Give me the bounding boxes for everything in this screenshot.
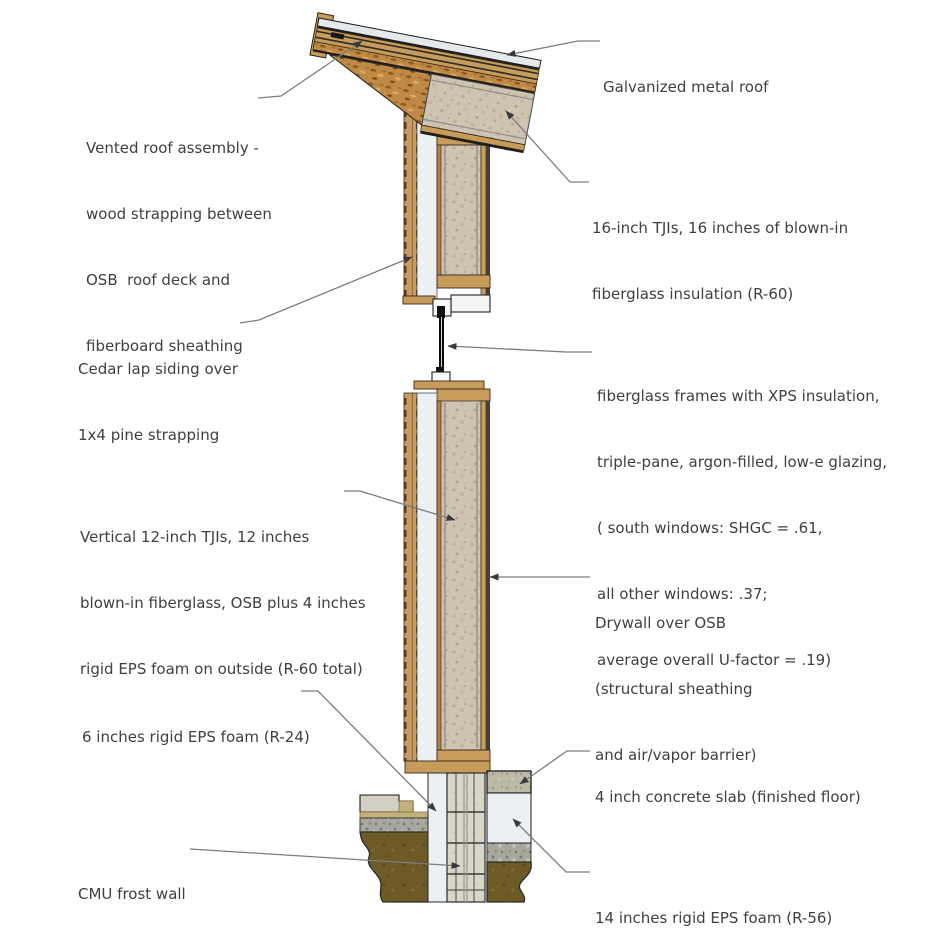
slab-assembly: [486, 770, 532, 903]
gravel-under-slab: [486, 842, 532, 863]
eps-foam-under-slab: [486, 792, 532, 844]
concrete-slab: [486, 770, 532, 794]
strapping-line: [316, 30, 539, 75]
grade-left: [359, 794, 429, 903]
window-header: [436, 274, 491, 289]
label-eps-14: 14 inches rigid EPS foam (R-56): [595, 909, 833, 927]
leader-eps-14: [512, 818, 590, 873]
roof-membrane-line: [317, 25, 540, 71]
label-eps-6: 6 inches rigid EPS foam (R-24): [82, 728, 310, 746]
window-head-stop: [437, 306, 445, 318]
leader-galvanized-roof: [506, 40, 600, 57]
drywall-edge-lower: [486, 401, 490, 773]
label-slab: 4 inch concrete slab (finished floor): [595, 788, 861, 806]
foundation-assembly: [359, 770, 532, 903]
leader-roof-tji: [505, 110, 589, 183]
window-assembly: [402, 294, 491, 402]
gravel-left: [359, 817, 429, 833]
sill-framing: [436, 388, 491, 402]
bottom-plate: [436, 749, 491, 762]
eps-foam-frost-wall: [427, 772, 448, 903]
leader-cmu: [189, 848, 461, 869]
leader-window-glazing: [447, 342, 592, 353]
label-cmu: CMU frost wall: [78, 885, 186, 903]
cap-step: [398, 800, 414, 813]
tji-flange-line: [422, 118, 527, 140]
leader-vented-roof: [257, 40, 363, 99]
ceiling-edge-line: [420, 131, 524, 154]
interior-osb-lower: [480, 400, 487, 774]
soil-right: [486, 861, 532, 903]
label-drywall: Drywall over OSB (structural sheathing a…: [595, 614, 757, 764]
deck-underside-line: [312, 49, 536, 94]
galvanized-metal-roofing: [316, 17, 542, 69]
osb-sheathing-lower: [436, 400, 442, 751]
leader-slab: [519, 750, 590, 785]
fascia-end-mark: [330, 32, 345, 40]
wall-lower-section: [403, 392, 491, 774]
leader-wall-tji: [344, 490, 456, 521]
label-galvanized-roof: Galvanized metal roof: [603, 78, 769, 96]
label-cedar-siding: Cedar lap siding over 1x4 pine strapping: [78, 360, 238, 444]
soil-left: [359, 831, 429, 903]
label-window-glazing: fiberglass frames with XPS insulation, t…: [597, 387, 888, 669]
eps-foam-lower: [416, 392, 438, 762]
strapping-line: [315, 36, 538, 81]
cmu-frost-wall: [446, 772, 486, 903]
leader-lines: [189, 40, 600, 873]
window-head-return: [450, 294, 491, 313]
window-sill-cap: [413, 380, 485, 390]
drywall-edge-upper: [486, 60, 490, 295]
cedar-siding-lower: [403, 392, 418, 762]
tji-cavity-lower: [440, 400, 482, 751]
tji-flange-line: [430, 79, 534, 101]
leader-cedar-siding: [239, 256, 413, 324]
window-drip-cap: [402, 295, 436, 305]
sand-bedding-left: [359, 811, 429, 819]
sill-plate: [404, 760, 491, 774]
label-vented-roof: Vented roof assembly - wood strapping be…: [86, 139, 272, 355]
roof-assembly: [309, 12, 542, 154]
label-wall-tji: Vertical 12-inch TJIs, 12 inches blown-i…: [80, 528, 366, 678]
label-roof-tji: 16-inch TJIs, 16 inches of blown-in fibe…: [592, 219, 849, 303]
leader-eps-6: [301, 690, 437, 812]
